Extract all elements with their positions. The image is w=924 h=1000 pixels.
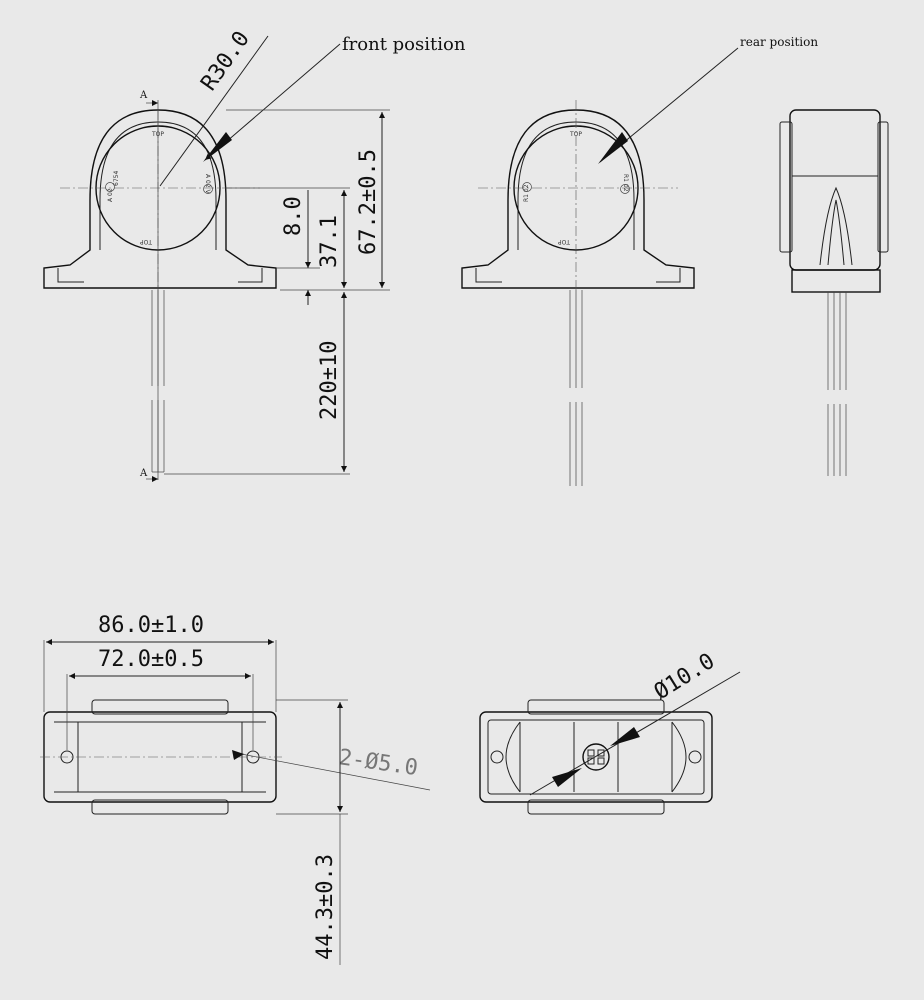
- approval-front-left: A 02: [107, 188, 114, 202]
- width-overall-dimension: 86.0±1.0: [98, 613, 204, 638]
- rear-housing-outline: [461, 109, 695, 289]
- depth-dimension: 44.3±0.3: [313, 854, 338, 960]
- front-position-label: front position: [342, 34, 466, 55]
- radius-dimension: R30.0: [196, 27, 254, 96]
- e-mark-right-icon: [203, 184, 213, 194]
- rear-top-mark-lower: TOP: [558, 238, 571, 245]
- hole-diameter-dimension: 2-Ø5.0: [337, 745, 419, 781]
- rear-e-mark-right-icon: [620, 184, 630, 194]
- radius-leader: [159, 35, 269, 187]
- bottom-hole-left: [490, 750, 504, 764]
- bottom-view-outline: [479, 711, 713, 803]
- top-view: 86.0±1.0 72.0±0.5 2-Ø5.0 44.3±0.3: [40, 613, 431, 965]
- rear-top-mark-upper: TOP: [569, 131, 582, 138]
- diameter-center-dimension: Ø10.0: [650, 649, 719, 705]
- hole-spacing-dimension: 72.0±0.5: [98, 647, 204, 672]
- bottom-hole-right: [688, 750, 702, 764]
- rear-e-mark-left-icon: [522, 182, 532, 192]
- front-cable: [151, 290, 165, 473]
- approval-rear-left: R1 02: [523, 184, 530, 202]
- hole-diameter-leader: [235, 752, 431, 791]
- e-mark-left-icon: [105, 182, 115, 192]
- height-base-dimension: 8.0: [281, 196, 306, 236]
- approval-code-left: 6754: [113, 171, 120, 186]
- side-view: [779, 109, 889, 476]
- front-view: A A TOP TOP A 02 6754 A 02 V fro: [43, 27, 466, 482]
- rear-view: TOP TOP R1 02 R1 02 rear position: [461, 35, 818, 486]
- height-center-dimension: 37.1: [317, 215, 342, 268]
- cable-length-dimension: 220±10: [317, 341, 342, 420]
- top-mark-upper: TOP: [151, 131, 164, 138]
- cable-exit-circle: [582, 743, 610, 771]
- rear-position-label: rear position: [740, 35, 818, 49]
- bottom-view: Ø10.0: [479, 649, 741, 815]
- section-a-bottom-label: A: [139, 468, 148, 479]
- section-a-top-label: A: [139, 90, 148, 101]
- height-total-dimension: 67.2±0.5: [356, 149, 381, 255]
- approval-rear-right: R1 02: [622, 174, 629, 192]
- side-cable: [827, 292, 847, 476]
- rear-cable: [569, 290, 583, 486]
- top-mark-lower: TOP: [140, 238, 153, 245]
- side-base: [791, 269, 881, 293]
